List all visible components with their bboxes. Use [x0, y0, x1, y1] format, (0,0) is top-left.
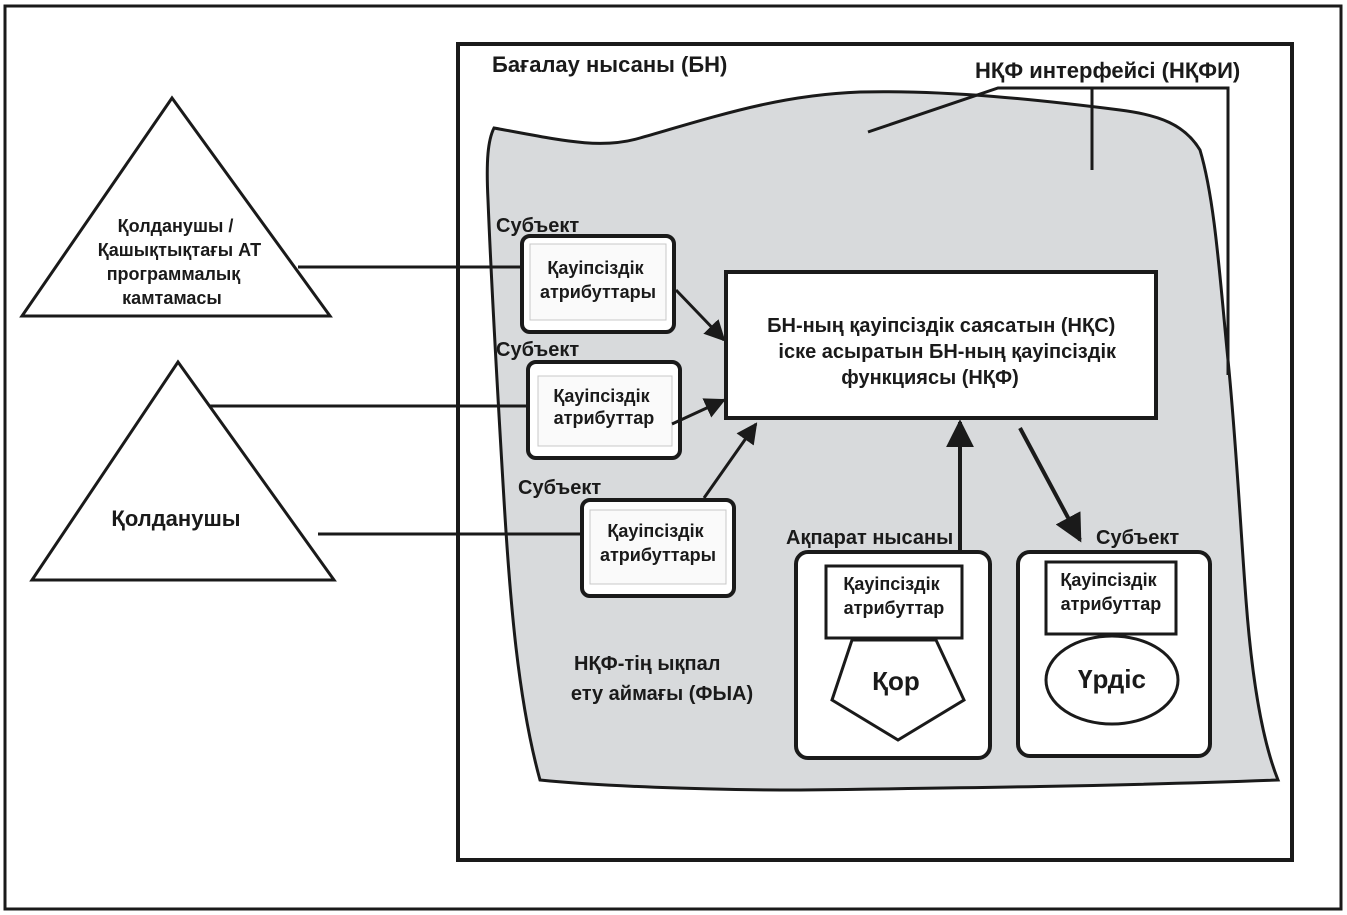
process-label: Үрдіс	[1078, 664, 1146, 694]
tsfi-label: НҚФ интерфейсі (НҚФИ)	[975, 58, 1240, 83]
arrow-tsf-subject-process	[1018, 427, 1082, 543]
subject1-label: Субъект	[496, 215, 579, 237]
subject2-label: Субъект	[496, 339, 579, 361]
subject-process-label: Субъект	[1096, 527, 1179, 549]
subject1-attributes: Қауіпсіздік атрибуттары	[540, 258, 656, 302]
subject2-inner	[537, 375, 673, 447]
subject1-inner	[529, 243, 667, 321]
remote-user-label: Қолданушы / Қашықтықтағы АТ программалық…	[98, 216, 266, 308]
tsc-label: НҚФ-тің ықпал ету аймағы (ФЫА)	[571, 653, 753, 705]
object-attributes-box	[824, 564, 964, 640]
arrow-subject2-tsf	[671, 398, 726, 426]
subject3-attributes: Қауіпсіздік атрибуттары	[600, 521, 716, 565]
subject-process-attributes-box	[1044, 560, 1178, 636]
subject3-inner	[589, 509, 727, 585]
object-attributes: Қауіпсіздік атрибуттар	[843, 574, 944, 618]
process-ellipse	[1044, 634, 1180, 726]
local-user-triangle	[29, 359, 337, 582]
toe-title: Бағалау нысаны (БН)	[492, 52, 727, 77]
remote-user-triangle	[19, 95, 333, 318]
tsfi-line-main	[867, 86, 1230, 375]
subject-process-attributes: Қауіпсіздік атрибуттар	[1060, 570, 1161, 614]
subject3-label: Субъект	[518, 477, 601, 499]
subject2-attributes: Қауіпсіздік атрибуттар	[553, 386, 654, 428]
object-label: Ақпарат нысаны	[786, 527, 953, 549]
arrow-subject3-tsf	[702, 422, 758, 499]
arrow-subject1-tsf	[674, 288, 726, 342]
tsf-box	[724, 270, 1158, 420]
resource-pentagon	[830, 638, 966, 742]
local-user-label: Қолданушы	[111, 506, 240, 531]
tsf-text: БН-ның қауіпсіздік саясатын (НҚС) іске а…	[767, 315, 1121, 389]
resource-label: Қор	[872, 666, 920, 696]
outer-frame	[3, 4, 1343, 911]
toe-boundary	[456, 42, 1294, 862]
